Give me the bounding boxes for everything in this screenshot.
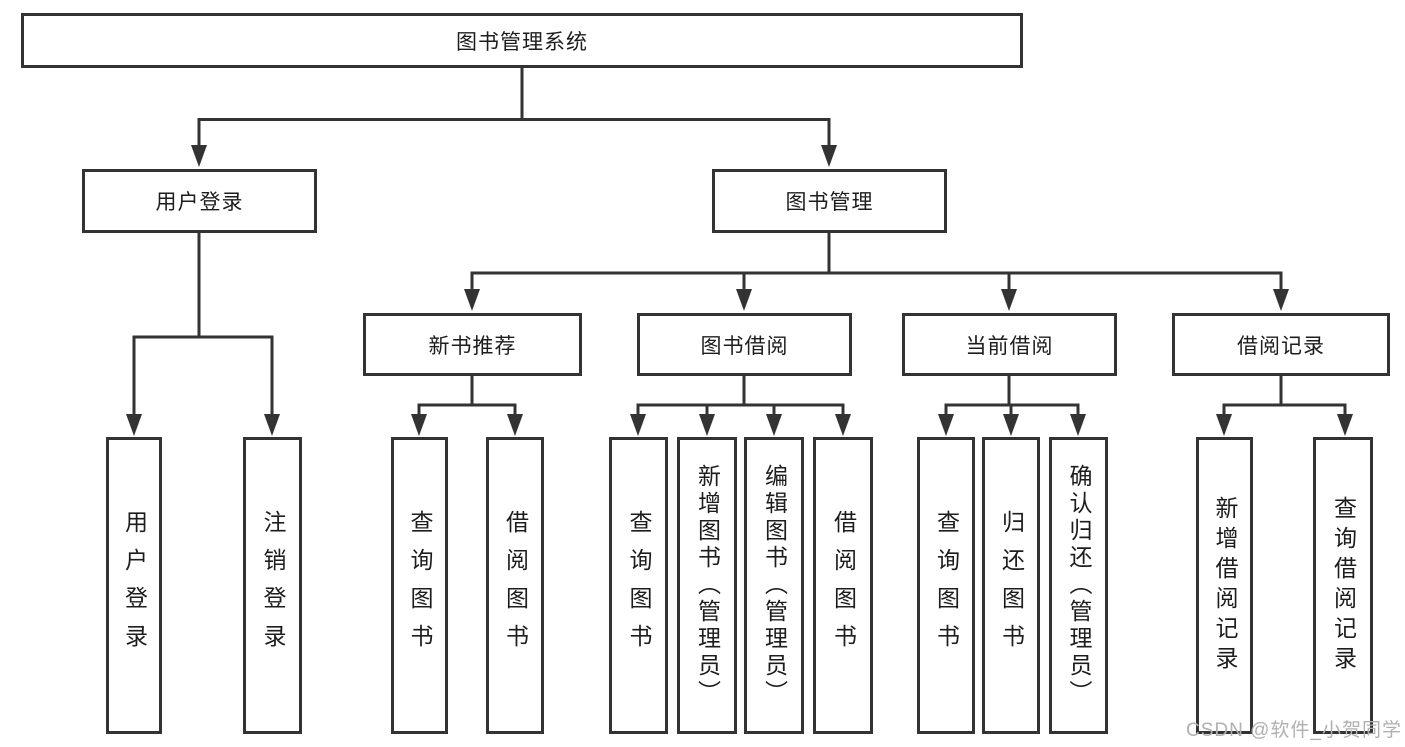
leaf-cb-confirm-return-admin: 确认归还（管理员）	[1049, 437, 1108, 734]
node-book-management: 图书管理	[712, 169, 947, 233]
node-book-borrowing: 图书借阅	[637, 313, 852, 376]
node-user-login: 用户登录	[82, 169, 317, 233]
leaf-br-query-record: 查询借阅记录	[1313, 437, 1373, 734]
leaf-nbr-query-book: 查询图书	[391, 437, 448, 734]
leaf-bb-query-book: 查询图书	[609, 437, 668, 734]
leaf-bb-add-book-admin: 新增图书（管理员）	[677, 437, 737, 734]
leaf-cb-query-book: 查询图书	[917, 437, 975, 734]
node-library-management-system: 图书管理系统	[21, 13, 1023, 68]
leaf-cb-return-book: 归还图书	[982, 437, 1040, 734]
node-new-book-recommend: 新书推荐	[363, 313, 582, 376]
node-current-borrowing: 当前借阅	[902, 313, 1117, 376]
node-borrowing-records: 借阅记录	[1172, 313, 1390, 376]
csdn-watermark: CSDN @软件_小贺同学	[1186, 720, 1402, 741]
leaf-user-login: 用户登录	[106, 437, 162, 734]
leaf-logout: 注销登录	[243, 437, 302, 734]
leaf-bb-borrow-book: 借阅图书	[813, 437, 873, 734]
leaf-bb-edit-book-admin: 编辑图书（管理员）	[744, 437, 804, 734]
leaf-nbr-borrow-book: 借阅图书	[486, 437, 544, 734]
leaf-br-add-record: 新增借阅记录	[1196, 437, 1253, 734]
